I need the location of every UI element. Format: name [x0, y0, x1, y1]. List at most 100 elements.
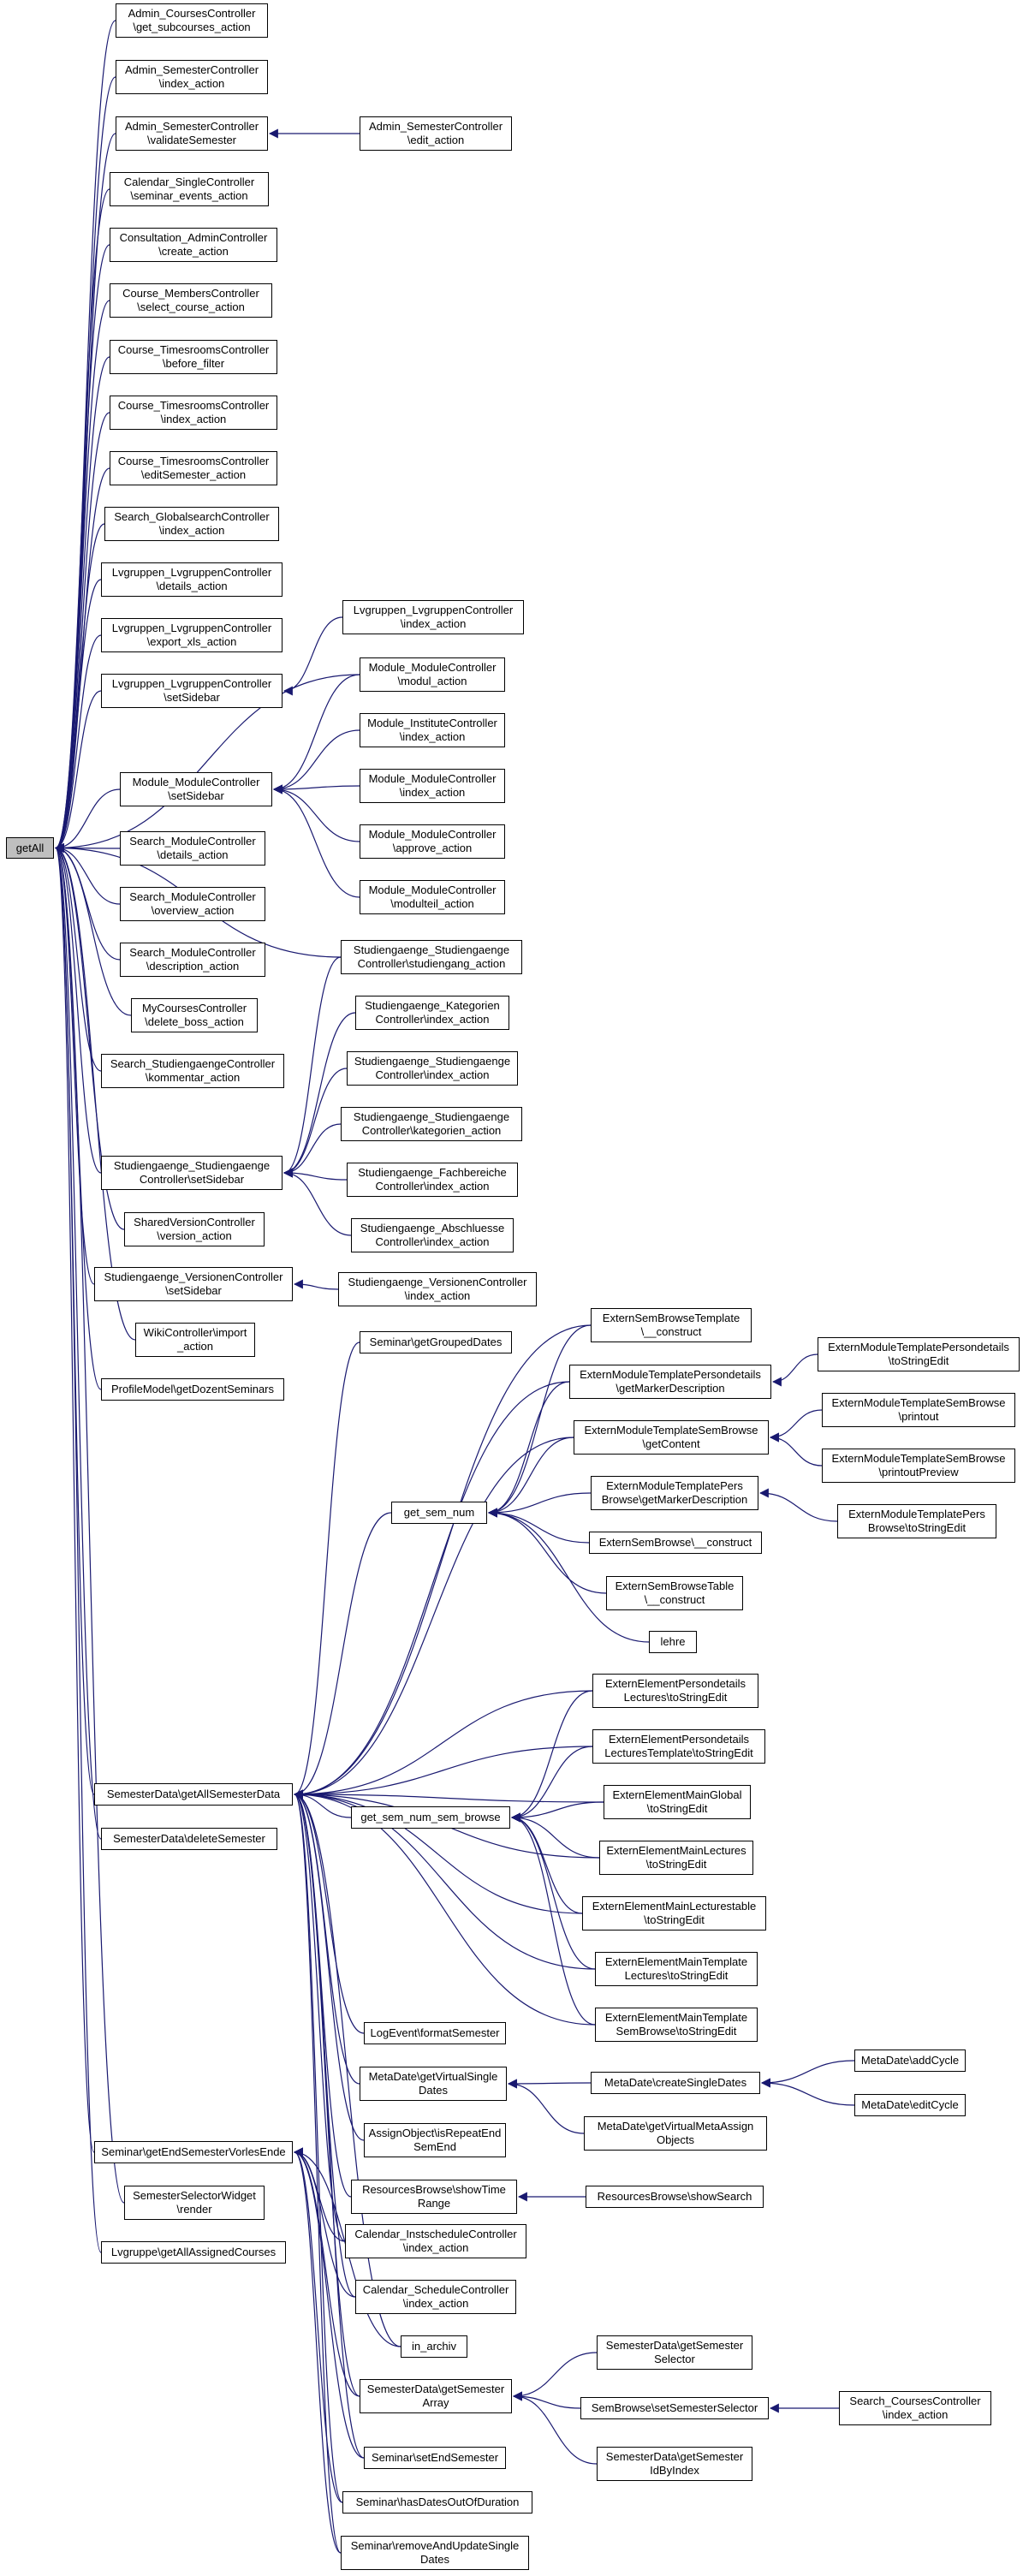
node-module-set-sidebar[interactable]: Module_ModuleController \setSidebar — [120, 772, 272, 806]
node-metadate-edit-cycle[interactable]: MetaDate\editCycle — [854, 2094, 966, 2116]
edge-semdata_delete-to-getAll — [54, 843, 102, 1840]
node-metadate-create-single-dates[interactable]: MetaDate\createSingleDates — [591, 2072, 760, 2094]
node-studiengaenge-studiengaenge-index[interactable]: Studiengaenge_Studiengaenge Controller\i… — [347, 1051, 518, 1086]
node-course-timesrooms-before-filter[interactable]: Course_TimesroomsController \before_filt… — [110, 340, 277, 374]
node-eepersondetails-lectures-to-string[interactable]: ExternElementPersondetails Lectures\toSt… — [592, 1674, 758, 1708]
node-metadate-add-cycle[interactable]: MetaDate\addCycle — [854, 2049, 966, 2072]
node-course-timesrooms-edit-semester[interactable]: Course_TimesroomsController \editSemeste… — [110, 451, 277, 485]
node-semesterdata-get-semester-id-by-index[interactable]: SemesterData\getSemester IdByIndex — [597, 2447, 752, 2481]
node-logevent-format-semester[interactable]: LogEvent\formatSemester — [364, 2022, 506, 2044]
node-semesterdata-delete-semester[interactable]: SemesterData\deleteSemester — [101, 1828, 277, 1850]
node-assignobject-is-repeat-end-sem-end[interactable]: AssignObject\isRepeatEnd SemEnd — [364, 2123, 506, 2157]
node-lvgruppen-export-xls[interactable]: Lvgruppen_LvgruppenController \export_xl… — [101, 618, 283, 652]
node-emtsembrowse-printout[interactable]: ExternModuleTemplateSemBrowse \printout — [822, 1393, 1015, 1427]
node-sembrowse-set-semester-selector[interactable]: SemBrowse\setSemesterSelector — [580, 2397, 769, 2419]
node-wiki-import[interactable]: WikiController\import _action — [135, 1323, 255, 1357]
edge-cal_sched_index-to-seminar_getend — [293, 2147, 356, 2298]
node-seminar-set-end-semester[interactable]: Seminar\setEndSemester — [364, 2447, 506, 2469]
node-search-module-overview[interactable]: Search_ModuleController \overview_action — [120, 887, 265, 921]
edge-emtpd_tostring-to-emtpd_getmarker — [771, 1353, 818, 1387]
node-semesterselectorwidget-render[interactable]: SemesterSelectorWidget \render — [124, 2186, 265, 2220]
node-seminar-get-grouped-dates[interactable]: Seminar\getGroupedDates — [360, 1331, 512, 1353]
node-module-modulteil[interactable]: Module_ModuleController \modulteil_actio… — [360, 880, 505, 914]
node-eepersondetails-lectures-template-to-string[interactable]: ExternElementPersondetails LecturesTempl… — [592, 1729, 765, 1764]
edge-semselector_render-to-getAll — [54, 843, 125, 2204]
edge-logevent-to-semdata_getall — [293, 1789, 365, 2034]
node-eemainglobal-to-string[interactable]: ExternElementMainGlobal \toStringEdit — [604, 1785, 751, 1819]
edge-lvg_index-to-lvg_sidebar — [283, 616, 343, 696]
node-course-timesrooms-index[interactable]: Course_TimesroomsController \index_actio… — [110, 396, 277, 430]
node-externsembrowse-construct[interactable]: ExternSemBrowse\__construct — [589, 1532, 762, 1554]
node-search-studiengaenge-kommentar[interactable]: Search_StudiengaengeController \kommenta… — [101, 1054, 284, 1088]
node-studiengaenge-versionen-set-sidebar[interactable]: Studiengaenge_VersionenController \setSi… — [94, 1267, 293, 1301]
node-semesterdata-get-semester-array[interactable]: SemesterData\getSemester Array — [360, 2379, 512, 2413]
node-metadate-get-virtual-meta-assign-objects[interactable]: MetaDate\getVirtualMetaAssign Objects — [584, 2116, 767, 2151]
node-get-sem-num-sem-browse[interactable]: get_sem_num_sem_browse — [351, 1806, 510, 1829]
edge-eemg_tostring-to-get_sem_num_browse — [510, 1801, 604, 1823]
edge-eepl_tostring-to-get_sem_num_browse — [510, 1690, 593, 1823]
node-lvgruppen-details[interactable]: Lvgruppen_LvgruppenController \details_a… — [101, 562, 283, 597]
edge-mod_modulteil-to-mod_sidebar — [272, 784, 360, 898]
node-search-globalsearch-index[interactable]: Search_GlobalsearchController \index_act… — [104, 507, 279, 541]
node-semesterdata-get-semester-selector[interactable]: SemesterData\getSemester Selector — [597, 2335, 752, 2370]
node-emtpersbrowse-get-marker[interactable]: ExternModuleTemplatePers Browse\getMarke… — [591, 1476, 758, 1510]
node-search-courses-index[interactable]: Search_CoursesController \index_action — [839, 2391, 991, 2425]
node-studiengaenge-fachbereiche-index[interactable]: Studiengaenge_Fachbereiche Controller\in… — [347, 1163, 518, 1197]
node-eemaintemplate-lectures-to-string[interactable]: ExternElementMainTemplate Lectures\toStr… — [595, 1952, 758, 1986]
edge-emtsb_preview-to-emtsb_getcontent — [769, 1432, 823, 1466]
edge-emtpb_getmarker-to-get_sem_num — [487, 1492, 592, 1518]
node-module-modul-action[interactable]: Module_ModuleController \modul_action — [360, 657, 505, 692]
edge-stud_ver_index-to-stud_ver_sidebar — [293, 1279, 339, 1290]
node-profilemodel-get-dozent-seminars[interactable]: ProfileModel\getDozentSeminars — [101, 1378, 284, 1401]
node-lvgruppe-get-all-assigned-courses[interactable]: Lvgruppe\getAllAssignedCourses — [101, 2241, 286, 2264]
node-eemainlectures-to-string[interactable]: ExternElementMainLectures \toStringEdit — [599, 1841, 753, 1875]
node-eemaintemplate-sembrowse-to-string[interactable]: ExternElementMainTemplate SemBrowse\toSt… — [595, 2008, 758, 2042]
node-module-approve[interactable]: Module_ModuleController \approve_action — [360, 824, 505, 859]
node-consultation-admin-create[interactable]: Consultation_AdminController \create_act… — [110, 228, 277, 262]
node-seminar-get-end-semester-vorles-ende[interactable]: Seminar\getEndSemesterVorlesEnde — [94, 2141, 293, 2163]
node-calendar-single-seminar-events[interactable]: Calendar_SingleController \seminar_event… — [110, 172, 269, 206]
node-search-module-details[interactable]: Search_ModuleController \details_action — [120, 831, 265, 866]
node-module-institute-index[interactable]: Module_InstituteController \index_action — [360, 713, 505, 747]
node-semesterdata-get-all-semester-data[interactable]: SemesterData\getAllSemesterData — [94, 1783, 293, 1806]
node-studiengaenge-versionen-index[interactable]: Studiengaenge_VersionenController \index… — [338, 1272, 537, 1306]
node-eemainlecturestable-to-string[interactable]: ExternElementMainLecturestable \toString… — [582, 1896, 766, 1931]
node-emtpersondetails-to-string-edit[interactable]: ExternModuleTemplatePersondetails \toStr… — [818, 1337, 1020, 1371]
node-resourcesbrowse-show-search[interactable]: ResourcesBrowse\showSearch — [586, 2186, 764, 2208]
node-resourcesbrowse-show-time-range[interactable]: ResourcesBrowse\showTime Range — [351, 2180, 517, 2214]
edge-search_stud-to-getAll — [54, 843, 102, 1072]
node-in-archiv[interactable]: in_archiv — [401, 2335, 467, 2358]
node-lvgruppen-set-sidebar[interactable]: Lvgruppen_LvgruppenController \setSideba… — [101, 674, 283, 708]
node-lehre[interactable]: lehre — [649, 1631, 697, 1653]
node-emtsembrowse-get-content[interactable]: ExternModuleTemplateSemBrowse \getConten… — [574, 1420, 769, 1455]
node-metadate-get-virtual-single-dates[interactable]: MetaDate\getVirtualSingle Dates — [360, 2067, 507, 2101]
node-studiengaenge-set-sidebar[interactable]: Studiengaenge_Studiengaenge Controller\s… — [101, 1156, 283, 1190]
node-emtsembrowse-printout-preview[interactable]: ExternModuleTemplateSemBrowse \printoutP… — [822, 1449, 1015, 1483]
node-admin-semester-index[interactable]: Admin_SemesterController \index_action — [116, 60, 268, 94]
node-emtpersbrowse-to-string-edit[interactable]: ExternModuleTemplatePers Browse\toString… — [837, 1504, 996, 1538]
node-admin-courses-get-subcourses[interactable]: Admin_CoursesController \get_subcourses_… — [116, 3, 268, 38]
node-studiengaenge-kategorien-action[interactable]: Studiengaenge_Studiengaenge Controller\k… — [341, 1107, 522, 1141]
node-studiengaenge-studiengang-action[interactable]: Studiengaenge_Studiengaenge Controller\s… — [341, 940, 522, 974]
node-get-sem-num[interactable]: get_sem_num — [391, 1502, 487, 1524]
node-search-module-description[interactable]: Search_ModuleController \description_act… — [120, 943, 265, 977]
node-externsembrowsetable-construct[interactable]: ExternSemBrowseTable \__construct — [606, 1576, 743, 1610]
node-lvgruppen-index[interactable]: Lvgruppen_LvgruppenController \index_act… — [342, 600, 524, 634]
node-mycourses-delete-boss[interactable]: MyCoursesController \delete_boss_action — [131, 998, 258, 1032]
node-module-index[interactable]: Module_ModuleController \index_action — [360, 769, 505, 803]
node-studiengaenge-kategorien-index[interactable]: Studiengaenge_Kategorien Controller\inde… — [355, 996, 509, 1030]
node-seminar-remove-and-update-single-dates[interactable]: Seminar\removeAndUpdateSingle Dates — [341, 2536, 529, 2570]
node-calendar-instschedule-index[interactable]: Calendar_InstscheduleController \index_a… — [345, 2224, 526, 2258]
node-studiengaenge-abschluesse-index[interactable]: Studiengaenge_Abschluesse Controller\ind… — [351, 1218, 514, 1252]
node-admin-semester-validate[interactable]: Admin_SemesterController \validateSemest… — [116, 116, 268, 151]
edge-lvg_export-to-getAll — [54, 634, 102, 853]
node-getall[interactable]: getAll — [6, 837, 54, 859]
node-seminar-has-dates-out-of-duration[interactable]: Seminar\hasDatesOutOfDuration — [342, 2491, 532, 2514]
node-shared-version[interactable]: SharedVersionController \version_action — [124, 1212, 265, 1246]
node-calendar-schedule-index[interactable]: Calendar_ScheduleController \index_actio… — [355, 2280, 516, 2314]
node-admin-semester-edit[interactable]: Admin_SemesterController \edit_action — [360, 116, 512, 151]
node-externsembrowsetemplate-construct[interactable]: ExternSemBrowseTemplate \__construct — [591, 1308, 752, 1342]
node-emtpersondetails-get-marker[interactable]: ExternModuleTemplatePersondetails \getMa… — [569, 1365, 771, 1399]
node-course-members-select-course[interactable]: Course_MembersController \select_course_… — [110, 283, 272, 318]
